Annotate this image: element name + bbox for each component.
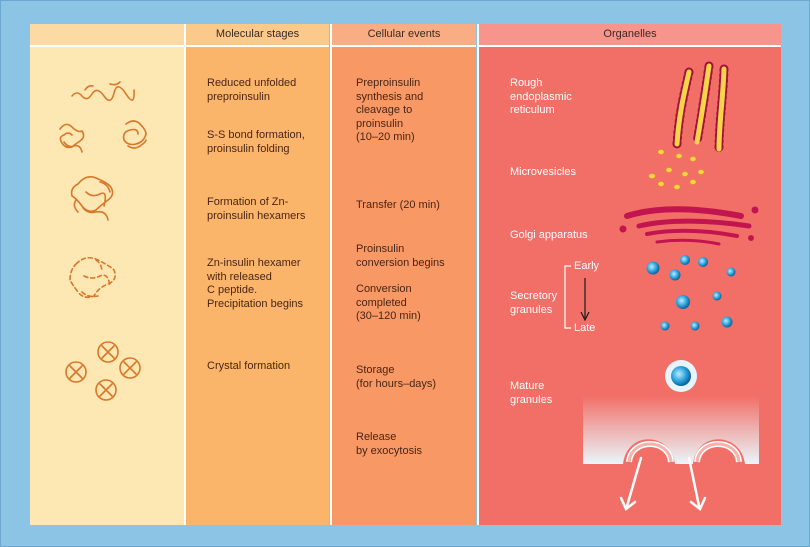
event-release: Release by exocytosis [356, 431, 423, 457]
fusing-granule-right [694, 441, 742, 463]
event-conversion-completed: Conversion completed (30–120 min) [356, 283, 421, 322]
stage-crystal: Crystal formation [207, 360, 291, 372]
stage-zn-proinsulin: Formation of Zn- proinsulin hexamers [207, 196, 306, 222]
folding-proinsulin-pair [59, 120, 147, 153]
structure-column [30, 24, 184, 525]
molecular-stages-column: Molecular stages Reduced unfolded prepro… [184, 24, 329, 525]
microvesicles-drawing [648, 149, 705, 190]
organelles-column: Organelles [477, 24, 781, 525]
release-arrows [619, 456, 707, 511]
event-synthesis: Preproinsulin synthesis and cleavage to … [356, 77, 424, 143]
stage-unfolded: Reduced unfolded preproinsulin [207, 77, 297, 103]
unfolded-chain [71, 81, 135, 102]
stage-ss-bond: S-S bond formation, proinsulin folding [207, 129, 305, 155]
label-early: Early [574, 260, 600, 272]
golgi-drawing [619, 206, 759, 246]
label-late: Late [574, 322, 596, 334]
insulin-crystals [65, 341, 141, 401]
secretory-granules-drawing [646, 255, 736, 331]
rough-er-drawing [672, 61, 729, 154]
label-secretory-granules: Secretory granules [510, 290, 558, 316]
label-golgi: Golgi apparatus [510, 229, 588, 241]
organelles-header: Organelles [479, 24, 781, 47]
organelles-illustration [564, 61, 759, 511]
event-conversion-begins: Proinsulin conversion begins [356, 243, 445, 269]
event-transfer: Transfer (20 min) [356, 199, 440, 211]
protein-structures-illustration [59, 81, 147, 401]
exocytosis-drawing [583, 396, 759, 511]
zn-insulin-hexamer [69, 256, 116, 299]
mature-granule-drawing [665, 360, 697, 392]
label-mature-granules: Mature granules [510, 380, 553, 406]
label-rough-er: Rough endoplasmic reticulum [510, 77, 572, 116]
label-microvesicles: Microvesicles [510, 166, 577, 178]
maturation-arrow [564, 265, 590, 329]
cellular-events-header: Cellular events [332, 24, 476, 47]
event-storage: Storage (for hours–days) [356, 364, 437, 390]
cellular-events-column: Cellular events Preproinsulin synthesis … [330, 24, 476, 525]
molecular-stages-header: Molecular stages [186, 24, 329, 47]
fusing-granule-left [626, 441, 674, 463]
structure-column-header [30, 24, 184, 47]
stage-zn-insulin: Zn-insulin hexamer with released C pepti… [207, 257, 304, 310]
zn-proinsulin-hexamer [70, 176, 114, 221]
